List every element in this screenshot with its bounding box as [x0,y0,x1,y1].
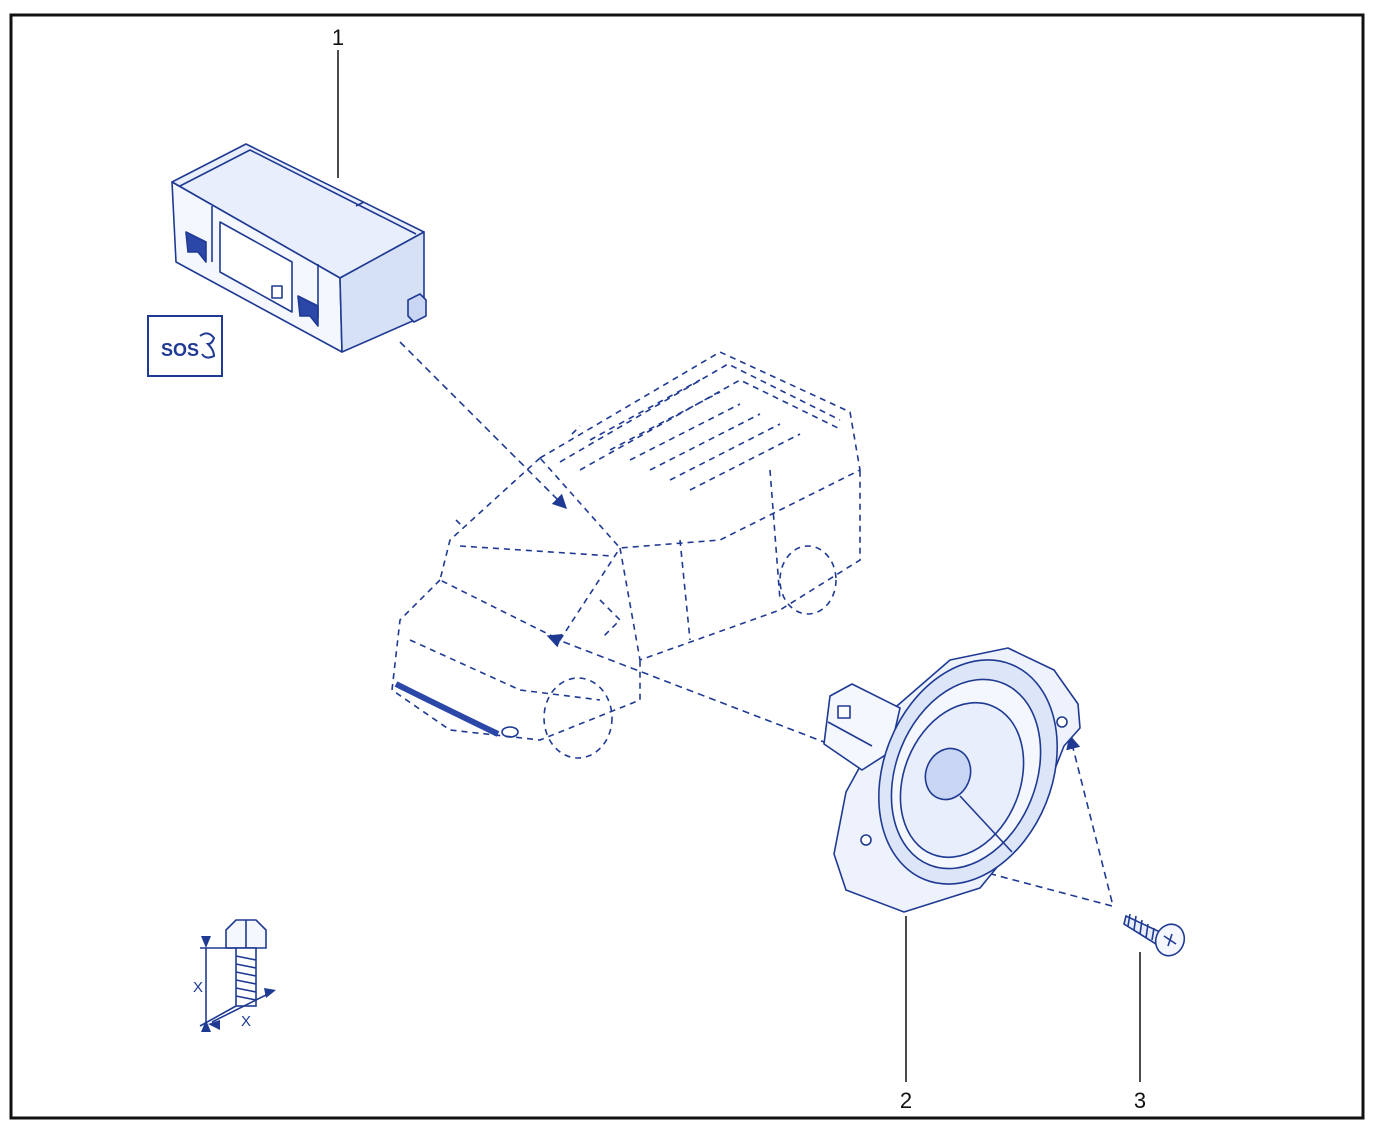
arrow-speaker-to-vehicle [546,633,851,753]
arrow-screw-to-speaker-lower [876,840,1113,907]
loudspeaker [823,647,1081,913]
dimension-arrowhead-top [201,936,211,948]
callout-label-1: 1 [332,25,344,50]
callout-3: 3 [1134,952,1146,1113]
dimension-arrowhead-left [208,1020,220,1030]
sos-badge: SOS [147,315,223,377]
sos-badge-label: SOS [161,340,199,360]
callout-2: 2 [900,916,912,1113]
frame-border [9,13,1365,1120]
arrow-module-to-vehicle [399,341,568,510]
torque-diameter-label: X [241,1013,251,1030]
self-tapping-screw [1123,913,1186,957]
vehicle-front-grille [394,681,500,737]
dimension-arrowhead-bottom [201,1020,211,1032]
assembly-arrows [399,341,1113,907]
dimension-arrowhead-right [264,988,276,998]
vehicle-outline-dashed [391,351,861,759]
callout-label-3: 3 [1134,1088,1146,1113]
callout-label-2: 2 [900,1088,912,1113]
callout-1: 1 [332,25,344,178]
sos-phone-icon [199,332,216,359]
vehicle-headlight [501,726,519,738]
torque-length-label: X [193,979,203,996]
bolt-torque-icon [199,919,273,1027]
emergency-call-module [171,143,427,353]
arrow-screw-to-speaker-upper [1066,734,1113,903]
